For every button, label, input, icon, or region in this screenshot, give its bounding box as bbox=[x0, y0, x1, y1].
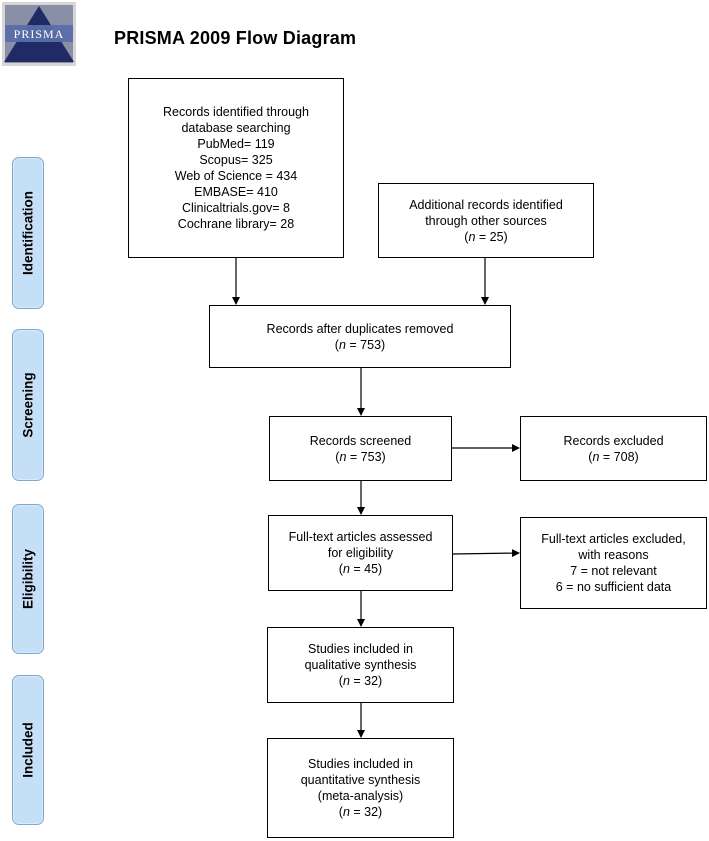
box-records-screened: Records screened (n = 753) bbox=[269, 416, 452, 481]
box-count: (n = 32) bbox=[338, 805, 383, 819]
phase-eligibility: Eligibility bbox=[12, 504, 44, 654]
box-line: through other sources bbox=[425, 213, 547, 228]
box-line: Studies included in bbox=[308, 757, 413, 771]
box-fulltext-excluded: Full-text articles excluded, with reason… bbox=[520, 517, 707, 609]
box-line: Records excluded bbox=[563, 433, 664, 448]
box-line: (meta-analysis) bbox=[317, 789, 404, 803]
box-duplicates-removed: Records after duplicates removed (n = 75… bbox=[209, 305, 511, 368]
box-fulltext-assessed: Full-text articles assessed for eligibil… bbox=[268, 515, 453, 591]
box-count: (n = 753) bbox=[334, 337, 386, 352]
box-line: 7 = not relevant bbox=[570, 564, 657, 578]
box-records-excluded: Records excluded (n = 708) bbox=[520, 416, 707, 481]
phase-included: Included bbox=[12, 675, 44, 825]
box-count: (n = 25) bbox=[464, 229, 508, 244]
phase-screening: Screening bbox=[12, 329, 44, 481]
arrow-fulltext-to-excluded bbox=[452, 549, 520, 558]
box-line: Full-text articles assessed bbox=[288, 530, 433, 544]
box-quantitative-synthesis: Studies included in quantitative synthes… bbox=[267, 738, 454, 838]
box-count: (n = 708) bbox=[588, 449, 639, 464]
box-line: 6 = no sufficient data bbox=[555, 580, 672, 594]
box-line: PubMed= 119 bbox=[197, 137, 275, 151]
box-count: (n = 45) bbox=[338, 562, 383, 576]
box-line: quantitative synthesis bbox=[300, 773, 421, 787]
box-line: Records identified through bbox=[163, 105, 309, 119]
box-line: Records after duplicates removed bbox=[266, 321, 454, 336]
logo-text: PRISMA bbox=[14, 27, 65, 41]
box-line: Additional records identified bbox=[409, 197, 563, 212]
box-line: with reasons bbox=[578, 548, 649, 562]
page-title: PRISMA 2009 Flow Diagram bbox=[114, 28, 357, 48]
box-line: for eligibility bbox=[327, 546, 394, 560]
box-line: Studies included in bbox=[308, 642, 413, 656]
box-count: (n = 753) bbox=[335, 449, 386, 464]
prisma-logo: PRISMA bbox=[2, 2, 76, 66]
box-line: EMBASE= 410 bbox=[194, 185, 278, 199]
box-line: Full-text articles excluded, bbox=[541, 532, 686, 546]
box-line: qualitative synthesis bbox=[304, 658, 417, 672]
phase-identification: Identification bbox=[12, 157, 44, 309]
box-qualitative-synthesis: Studies included in qualitative synthesi… bbox=[267, 627, 454, 703]
box-database-search: Records identified through database sear… bbox=[128, 78, 344, 258]
box-line: Clinicaltrials.gov= 8 bbox=[181, 201, 291, 215]
box-line: Web of Science = 434 bbox=[174, 169, 298, 183]
box-other-sources: Additional records identified through ot… bbox=[378, 183, 594, 258]
box-line: database searching bbox=[181, 121, 291, 135]
box-line: Cochrane library= 28 bbox=[177, 217, 295, 231]
box-line: Records screened bbox=[309, 433, 412, 448]
box-count: (n = 32) bbox=[338, 674, 383, 688]
box-line: Scopus= 325 bbox=[199, 153, 273, 167]
